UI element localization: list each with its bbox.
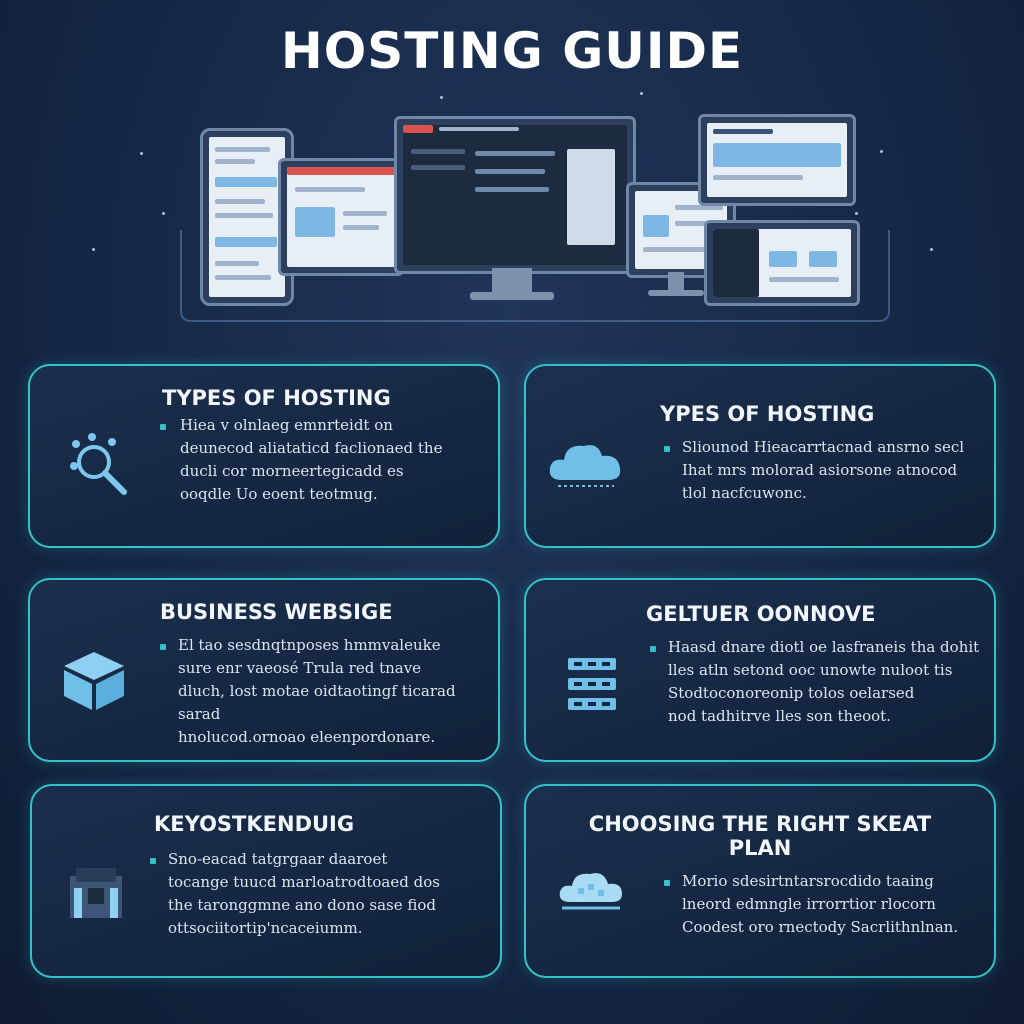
star-dot <box>880 150 883 153</box>
card-line: El tao sesdnqtnposes hmmvaleuke <box>178 636 441 654</box>
card-line: Sliounod Hieacarrtacnad ansrno secl <box>682 438 965 456</box>
star-dot <box>140 152 143 155</box>
card-description: Sliounod Hieacarrtacnad ansrno secl Ihat… <box>682 436 982 505</box>
card-line: tlol nacfcuwonc. <box>682 484 807 502</box>
card-line: lles atln setond ooc unowte nuloot tis <box>668 661 953 679</box>
building-icon <box>70 868 122 918</box>
bullet-marker <box>150 858 156 864</box>
cloud-icon <box>549 445 621 487</box>
card-line: ooqdle Uo eoent teotmug. <box>180 485 378 503</box>
search-network-icon <box>70 433 127 495</box>
card-line: Coodest oro rnectody Sacrlithnlnan. <box>682 918 959 936</box>
card-title: CHOOSING THE RIGHT SKEAT PLAN <box>526 812 994 860</box>
card-line: ottsociitortip'ncaceiumm. <box>168 919 363 937</box>
star-dot <box>855 212 858 215</box>
card-line: deunecod aliataticd faclionaed the <box>180 439 443 457</box>
card-line: hnolucod.ornoao eleenpordonare. <box>178 728 436 746</box>
card-keyost-kenduig: KEYOSTKENDUIG Sno-eacad tatgrgaar daaroe… <box>30 784 502 978</box>
browser-window <box>698 114 856 206</box>
card-gelter-oonnove: GELTUER OONNOVE Haasd dnare diotl oe las… <box>524 578 996 762</box>
card-ypes-of-hosting: YPES OF HOSTING Sliounod Hieacarrtacnad … <box>524 364 996 548</box>
card-title: GELTUER OONNOVE <box>646 602 876 626</box>
desktop-monitor <box>394 116 636 274</box>
card-title: KEYOSTKENDUIG <box>154 812 355 836</box>
bullet-marker <box>650 646 656 652</box>
bullet-marker <box>160 424 166 430</box>
page-title: HOSTING GUIDE <box>280 22 744 80</box>
card-title: BUSINESS WEBSIGE <box>160 600 393 624</box>
card-line: Stodtoconoreonip tolos oelarsed <box>668 684 915 702</box>
card-description: Morio sdesirtntarsrocdido taaing lneord … <box>682 870 982 939</box>
star-dot <box>162 212 165 215</box>
server-rack-icon <box>568 658 616 710</box>
bullet-marker <box>160 644 166 650</box>
card-line: lneord edmngle irrorrtior rlocorn <box>682 895 936 913</box>
bullet-marker <box>664 880 670 886</box>
hero-platform <box>180 230 890 322</box>
card-types-of-hosting: TYPES OF HOSTING Hiea v olnlaeg emnrteid… <box>28 364 500 548</box>
star-dot <box>92 248 95 251</box>
bullet-marker <box>664 446 670 452</box>
card-line: tocange tuucd marloatrodtoaed dos <box>168 873 440 891</box>
card-line: Morio sdesirtntarsrocdido taaing <box>682 872 934 890</box>
card-line: sure enr vaeosé Trula red tnave <box>178 659 422 677</box>
monitor-stand-base <box>648 290 704 296</box>
monitor-stand <box>668 272 684 292</box>
card-business-website: BUSINESS WEBSIGE El tao sesdnqtnposes hm… <box>28 578 500 762</box>
card-line: Hiea v olnlaeg emnrteidt on <box>180 416 393 434</box>
card-line: nod tadhitrve lles son theoot. <box>668 707 891 725</box>
card-description: Haasd dnare diotl oe lasfraneis tha dohi… <box>668 636 986 728</box>
monitor-stand <box>492 268 532 294</box>
star-dot <box>930 248 933 251</box>
card-title: YPES OF HOSTING <box>660 402 875 426</box>
card-description: Hiea v olnlaeg emnrteidt on deunecod ali… <box>180 414 480 506</box>
tablet-device <box>278 158 404 276</box>
card-description: El tao sesdnqtnposes hmmvaleuke sure enr… <box>178 634 488 749</box>
card-title-text: CHOOSING THE RIGHT SKEAT PLAN <box>588 812 932 860</box>
monitor-stand-base <box>470 292 554 300</box>
box-icon <box>64 652 124 710</box>
laptop-device <box>704 220 860 306</box>
card-line: ducli cor morneertegicadd es <box>180 462 404 480</box>
card-choosing-the-right-plan: CHOOSING THE RIGHT SKEAT PLAN Morio sdes… <box>524 784 996 978</box>
star-dot <box>440 96 443 99</box>
cloud-server-icon <box>559 873 622 910</box>
card-line: the taronggmne ano dono sase fiod <box>168 896 437 914</box>
card-title: TYPES OF HOSTING <box>162 386 391 410</box>
star-dot <box>640 92 643 95</box>
card-line: Ihat mrs molorad asiorsone atnocod <box>682 461 958 479</box>
card-line: Sno-eacad tatgrgaar daaroet <box>168 850 388 868</box>
hero-devices-illustration <box>180 110 890 325</box>
card-line: dluch, lost motae oidtaotingf ticarad sa… <box>178 682 456 723</box>
card-line: Haasd dnare diotl oe lasfraneis tha dohi… <box>668 638 980 656</box>
card-description: Sno-eacad tatgrgaar daaroet tocange tuuc… <box>168 848 488 940</box>
